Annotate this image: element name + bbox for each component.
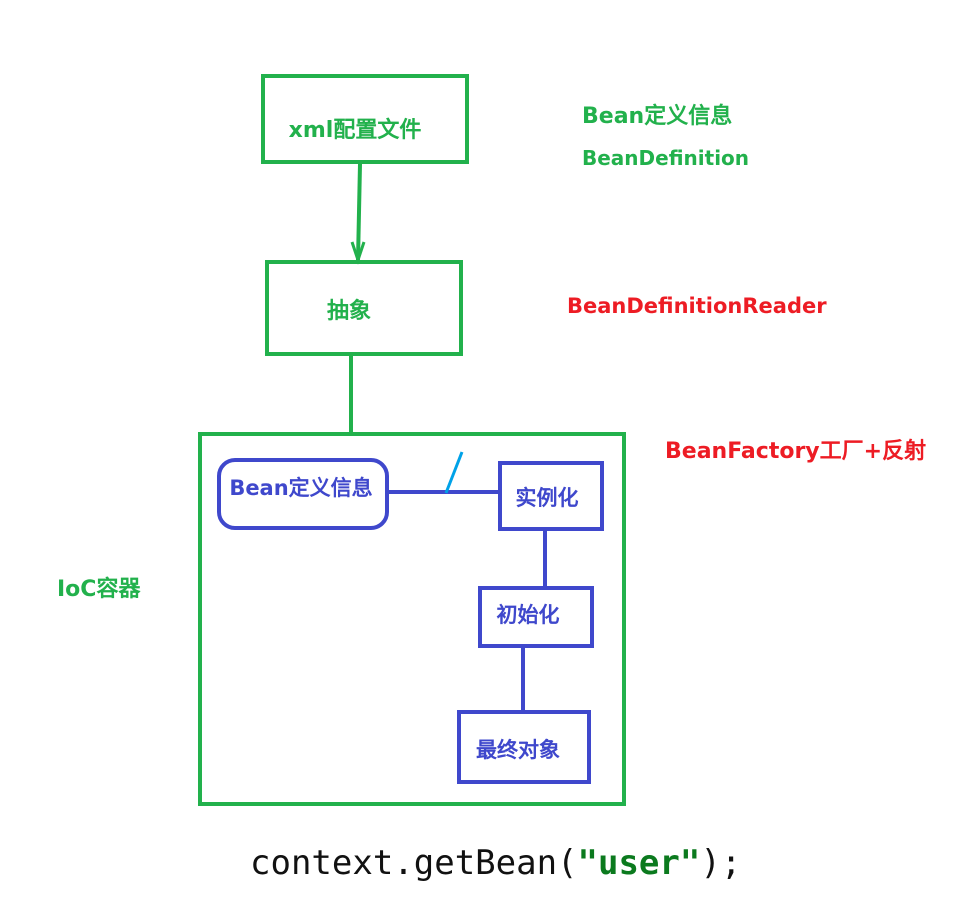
xml-config-label: xml配置文件: [289, 117, 422, 143]
connector-xml-to-abstract: [356, 163, 362, 261]
code-arg: "user": [578, 843, 701, 883]
code-suffix: );: [700, 843, 741, 883]
bean-factory-label: BeanFactory工厂+反射: [665, 438, 926, 464]
ioc-container-label: IoC容器: [57, 576, 141, 602]
instantiate-label: 实例化: [516, 486, 579, 510]
ioc-container-box: [198, 432, 626, 806]
abstract-label: 抽象: [327, 298, 371, 324]
reflection-mark: [444, 451, 464, 494]
xml-config-box: [261, 74, 469, 164]
code-prefix: context.getBean(: [250, 843, 578, 883]
initialize-box: [478, 586, 594, 648]
bean-definition-inner-label: Bean定义信息: [229, 476, 372, 500]
instantiate-box: [498, 461, 604, 531]
bean-definition-inner-box: [217, 458, 389, 530]
final-object-box: [457, 710, 591, 784]
final-object-label: 最终对象: [476, 738, 560, 762]
code-line: context.getBean("user");: [250, 843, 741, 883]
bean-definition-info-label: Bean定义信息: [582, 103, 732, 129]
bean-definition-reader-label: BeanDefinitionReader: [567, 294, 827, 318]
bean-definition-label: BeanDefinition: [582, 146, 749, 170]
abstract-box: [265, 260, 463, 356]
initialize-label: 初始化: [497, 603, 560, 627]
